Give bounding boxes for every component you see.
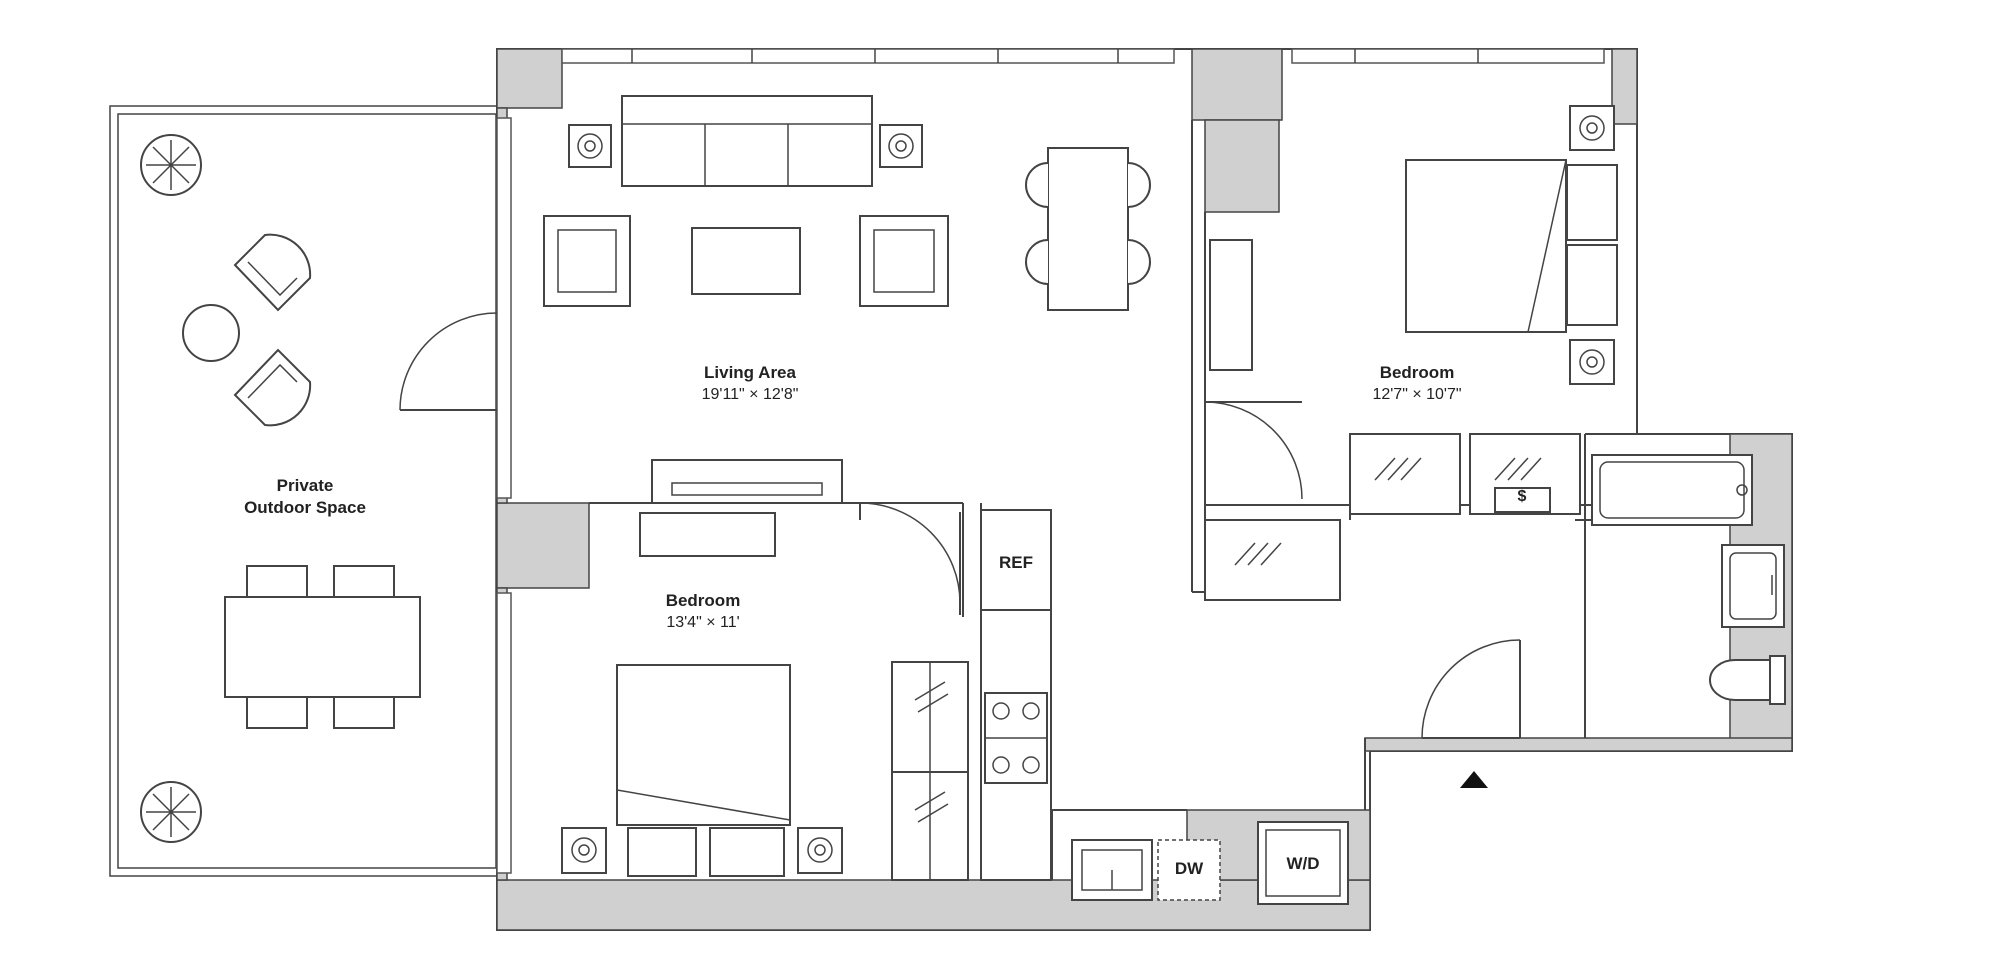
closet-left-bedroom [891, 661, 969, 881]
kitchen-sink [1071, 839, 1153, 901]
armchair-right [859, 215, 949, 307]
right-bedroom-dimensions: 12'7" × 10'7" [1372, 386, 1462, 403]
desk-right-bedroom [1209, 239, 1253, 371]
dining-table [1025, 147, 1151, 311]
side-table [182, 304, 240, 362]
coffee-table [691, 227, 801, 295]
outdoor-dining-set [224, 565, 421, 729]
washer-dryer [1257, 821, 1349, 905]
sofa [621, 95, 873, 187]
tv-console [651, 459, 843, 504]
cooktop [984, 692, 1048, 784]
terrace-plant-bottom [140, 781, 202, 843]
armchair-left [543, 215, 631, 307]
refrigerator-label: REF [999, 553, 1033, 572]
terrace-door [399, 312, 498, 411]
bed-right-bedroom [1405, 159, 1618, 333]
safe-label: $ [1517, 488, 1527, 505]
bathroom-vanity [1721, 544, 1785, 628]
windows [496, 48, 1605, 874]
left-bedroom-label: Bedroom 13'4" × 11' [628, 590, 778, 634]
terrace-plant-top [140, 134, 202, 196]
outdoor-space-label: Private Outdoor Space [210, 475, 400, 519]
bed-left-bedroom [616, 664, 791, 877]
dishwasher [1157, 839, 1221, 901]
lounge-chair-top [233, 233, 312, 312]
right-bedroom-name: Bedroom [1379, 363, 1455, 382]
right-bedroom-door [1204, 401, 1303, 500]
dresser-left-bedroom [639, 512, 776, 557]
washer-dryer-label: W/D [1286, 854, 1320, 873]
nightstand-left-2 [797, 827, 843, 874]
entry-arrow-icon [1460, 771, 1488, 788]
right-bedroom-label: Bedroom 12'7" × 10'7" [1332, 362, 1502, 406]
bathtub [1591, 454, 1753, 526]
nightstand-right-1 [1569, 105, 1615, 151]
entry-door [1421, 639, 1521, 739]
lounge-chair-bottom [233, 348, 312, 427]
left-bedroom-dimensions: 13'4" × 11' [666, 614, 740, 631]
side-table-right [879, 124, 923, 168]
side-table-left [568, 124, 612, 168]
living-area-dimensions: 19'11" × 12'8" [701, 386, 799, 403]
living-area-name: Living Area [704, 363, 796, 382]
nightstand-right-2 [1569, 339, 1615, 385]
left-bedroom-door [859, 502, 961, 615]
nightstand-left-1 [561, 827, 607, 874]
living-area-label: Living Area 19'11" × 12'8" [650, 362, 850, 406]
left-bedroom-name: Bedroom [665, 591, 741, 610]
closets-right-bedroom [1204, 433, 1581, 601]
outdoor-space-name-line2: Outdoor Space [244, 498, 366, 517]
dishwasher-label: DW [1174, 859, 1204, 878]
outdoor-space-name-line1: Private [276, 476, 334, 495]
toilet [1709, 655, 1786, 705]
